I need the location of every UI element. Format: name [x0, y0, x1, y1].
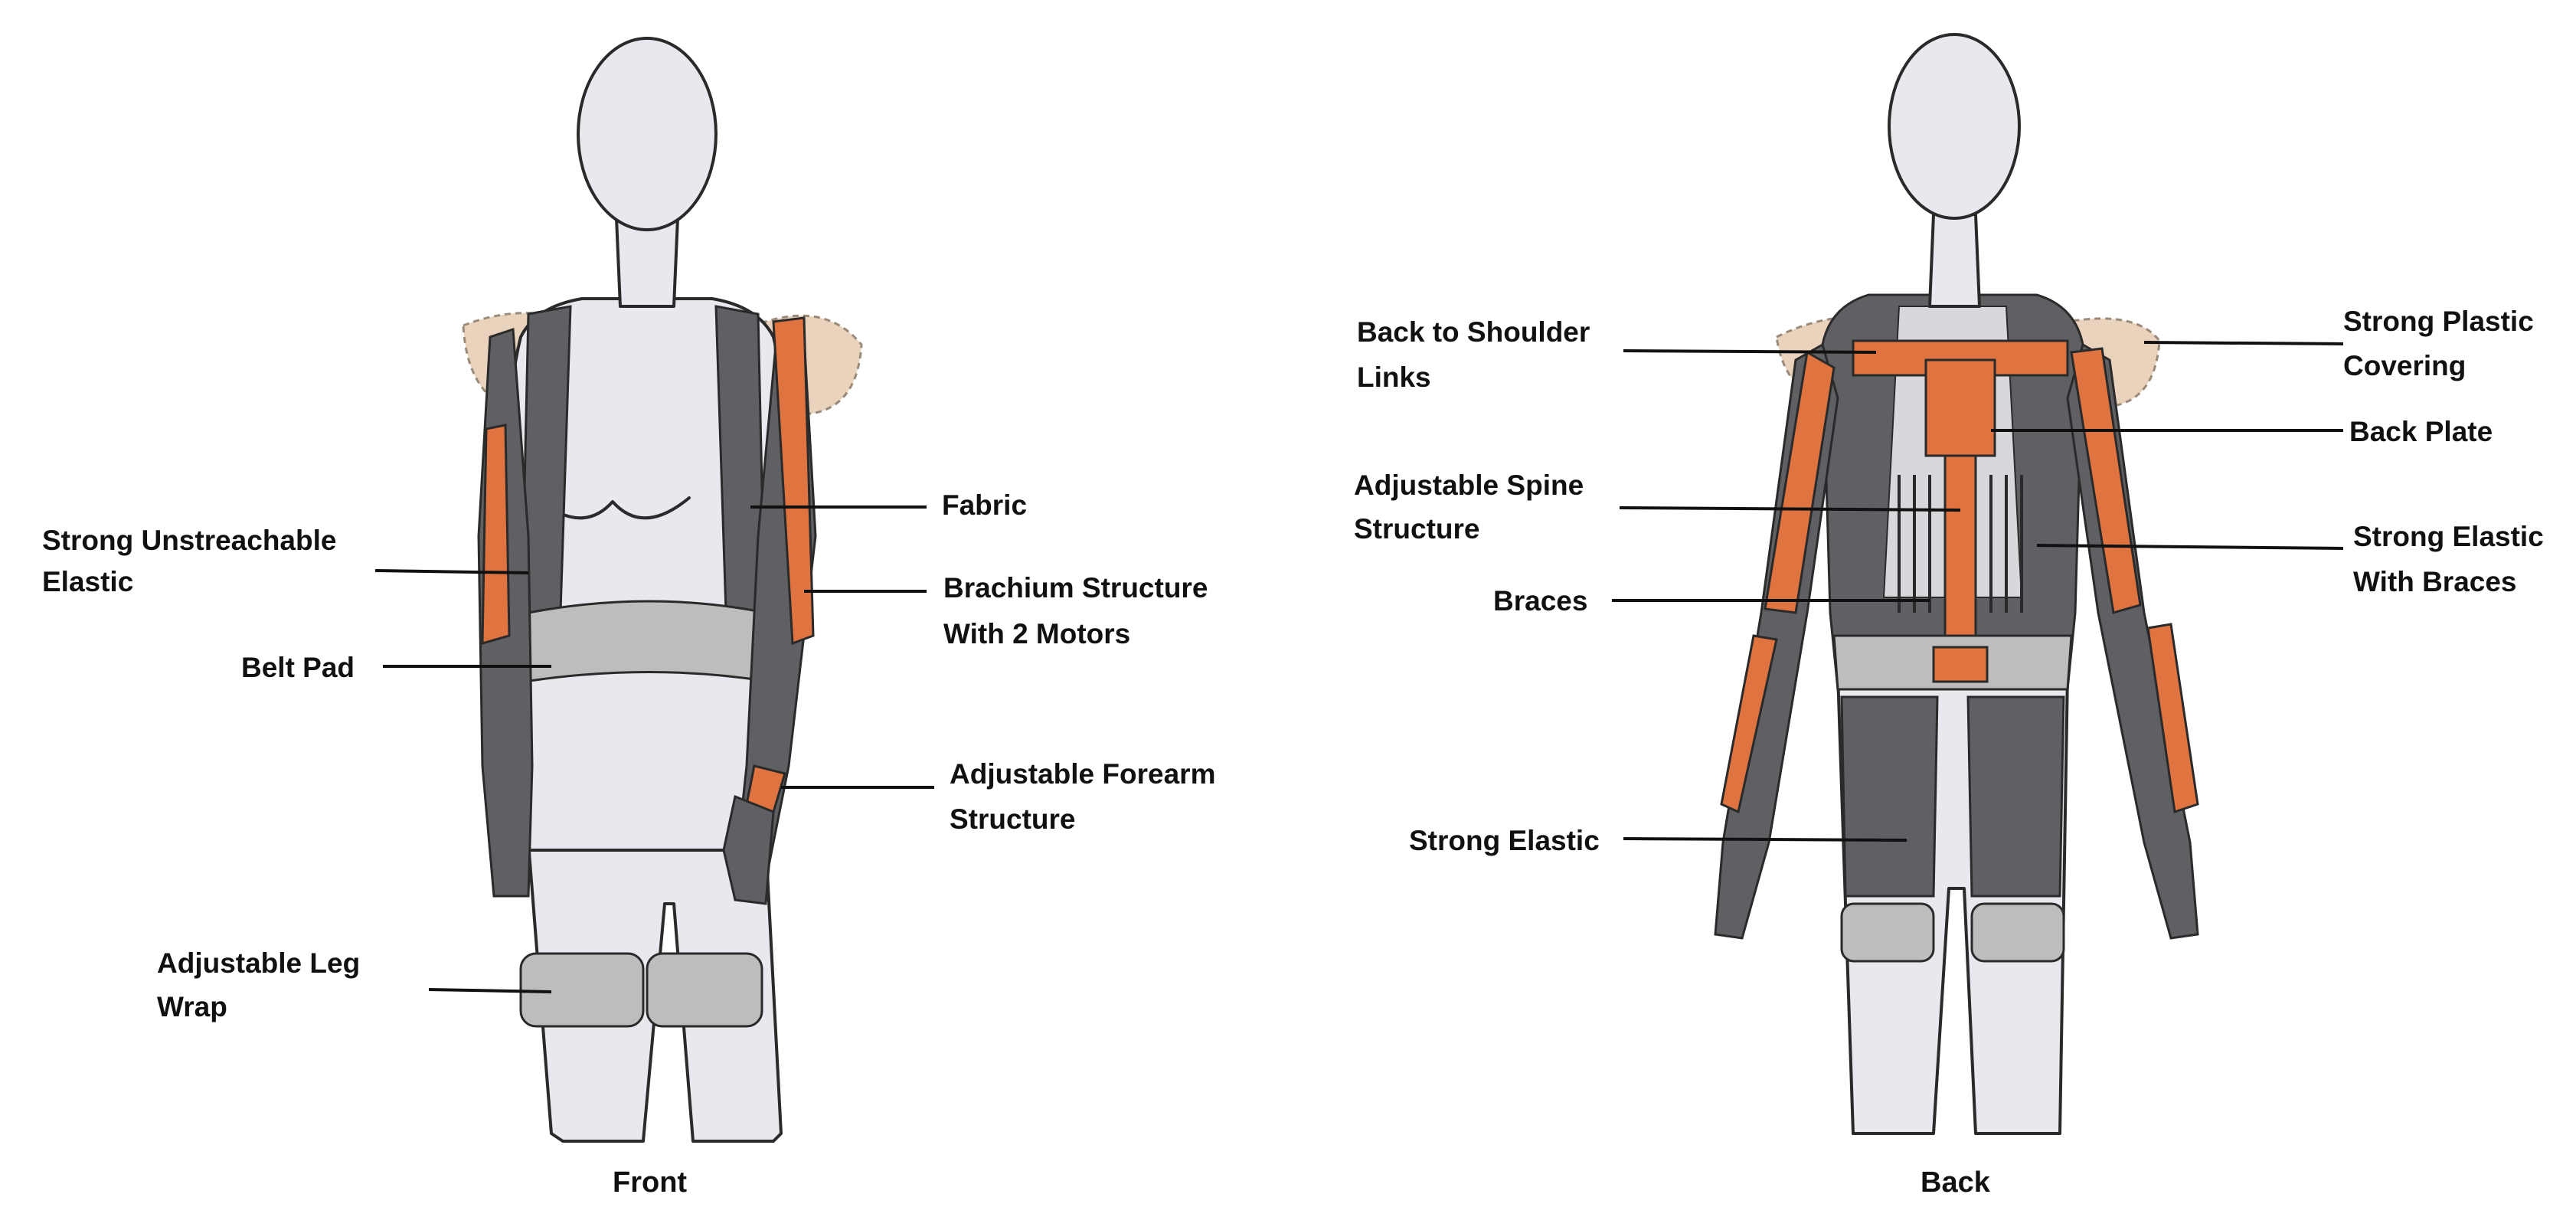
leader-lines — [374, 341, 2344, 993]
label-back-plate: Back Plate — [2349, 416, 2493, 447]
front-left-arm-orange — [481, 424, 511, 645]
label-strong-plastic-covering: Strong Plastic Covering — [2343, 306, 2542, 381]
back-leg-wrap-left — [1840, 902, 1935, 963]
back-plate — [1924, 358, 1996, 457]
back-left-arm-orange — [1764, 350, 1836, 614]
back-left-forearm-orange — [1720, 634, 1778, 814]
back-neck — [1928, 213, 1981, 308]
back-leg-elastic-right — [1966, 695, 2065, 898]
back-leg-wrap-right — [1970, 902, 2065, 963]
back-belt-plate — [1932, 646, 1989, 683]
label-adjustable-leg-wrap: Adjustable Leg Wrap — [157, 947, 368, 1022]
label-adjustable-forearm-structure: Adjustable Forearm Structure — [950, 758, 1224, 835]
front-right-hand — [722, 794, 775, 905]
back-shoulder-links — [1852, 339, 2069, 377]
label-strong-elastic: Strong Elastic — [1409, 825, 1600, 856]
back-figure — [1714, 33, 2199, 1135]
front-belt-pad — [523, 600, 771, 683]
front-leg-wrap-left — [519, 952, 645, 1028]
label-back-to-shoulder-links: Back to Shoulder Links — [1357, 316, 1598, 393]
caption-back: Back — [1921, 1166, 1991, 1199]
front-figure — [462, 37, 863, 1143]
front-leg-wrap-right — [646, 952, 763, 1028]
label-belt-pad: Belt Pad — [241, 652, 355, 683]
front-neck — [615, 217, 679, 308]
back-leg-elastic-left — [1840, 695, 1939, 898]
back-labels: Back to Shoulder Links Adjustable Spine … — [1354, 306, 2551, 1199]
back-spine — [1943, 454, 1977, 656]
back-head — [1888, 33, 2021, 220]
label-fabric: Fabric — [942, 489, 1027, 521]
back-right-forearm-orange — [2146, 623, 2199, 813]
label-adjustable-spine-structure: Adjustable Spine Structure — [1354, 469, 1591, 545]
label-strong-elastic-with-braces: Strong Elastic With Braces — [2353, 521, 2551, 597]
back-braces — [1898, 475, 2023, 613]
label-strong-unstreachable-elastic: Strong Unstreachable Elastic — [42, 525, 345, 597]
front-labels: Strong Unstreachable Elastic Belt Pad Ad… — [42, 489, 1224, 1199]
front-head — [577, 37, 718, 231]
front-right-brachium — [772, 316, 815, 646]
caption-front: Front — [613, 1166, 687, 1199]
label-brachium-structure: Brachium Structure With 2 Motors — [943, 572, 1216, 649]
label-braces: Braces — [1493, 585, 1587, 617]
